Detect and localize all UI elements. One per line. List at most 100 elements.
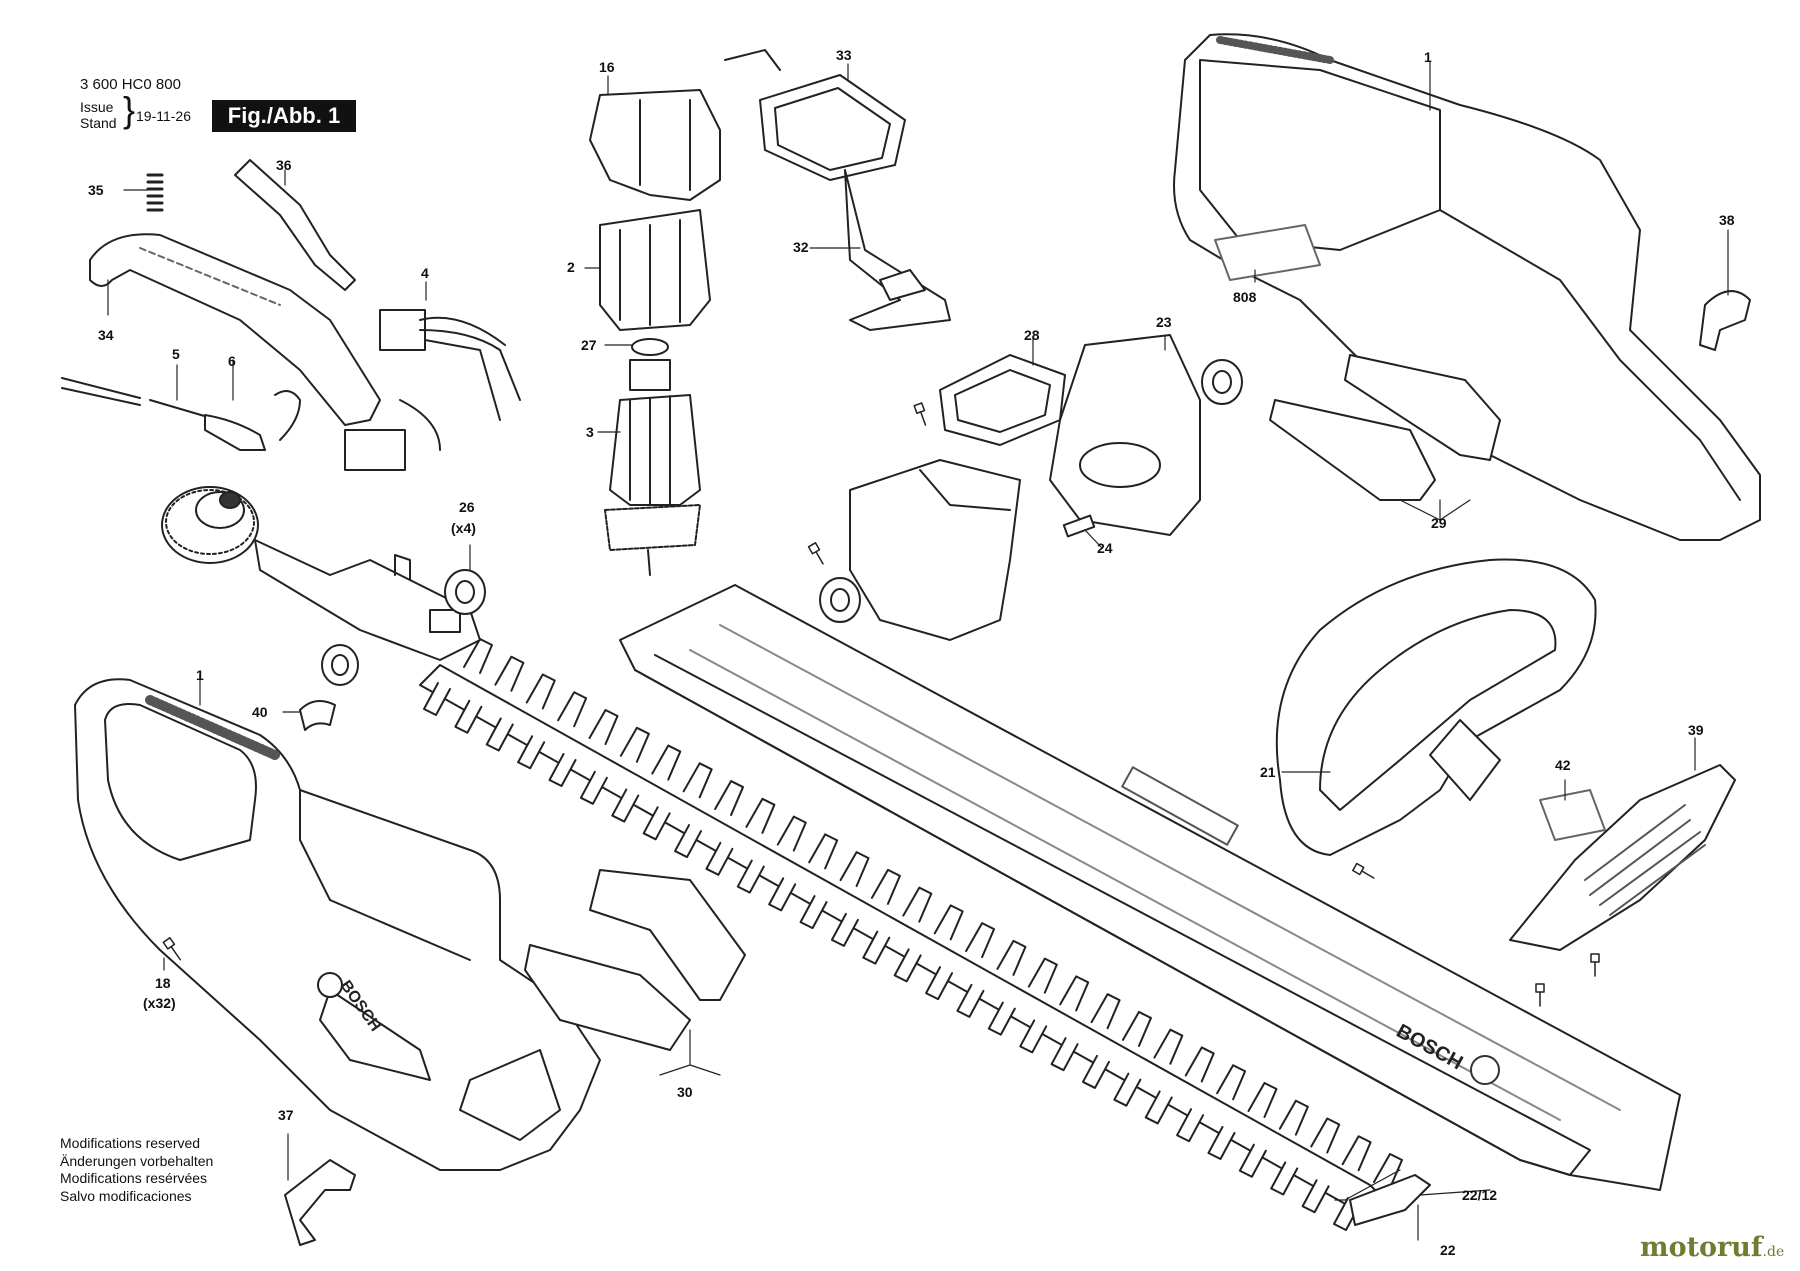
part-label-22: 22 (1440, 1242, 1456, 1258)
blade-tooth (870, 868, 901, 905)
front-hand-guard-part (1275, 558, 1597, 856)
blade-tooth (454, 699, 483, 734)
blade-tooth (996, 939, 1027, 976)
seal-ring-part (321, 359, 1243, 686)
blade-tooth (1310, 1117, 1341, 1154)
blade-tooth (956, 983, 985, 1018)
part-label-6: 6 (228, 353, 236, 369)
blade-tooth (1184, 1046, 1215, 1083)
blade-tooth (808, 833, 839, 870)
blade-tooth (902, 886, 933, 923)
issue-label: Issue (80, 99, 114, 115)
blade-tooth (745, 797, 776, 834)
housing-half-left: BOSCH (74, 678, 601, 1171)
part-label-34: 34 (98, 327, 114, 343)
armature-part (604, 359, 701, 576)
label-808-part (1214, 224, 1321, 281)
blade-tooth (1207, 1125, 1236, 1160)
blade-tooth (1373, 1153, 1403, 1189)
part-label-2: 2 (567, 259, 575, 275)
part-label-23: 23 (1156, 314, 1172, 330)
blade-tooth (463, 638, 493, 674)
air-vent-cover-part (1509, 764, 1736, 951)
blade-tip-guard-part (1349, 1174, 1431, 1226)
blade-tooth (1059, 975, 1090, 1012)
note-line: Änderungen vorbehalten (60, 1152, 214, 1169)
part-label-26: 26 (459, 499, 475, 515)
housing-half-right (1173, 33, 1761, 541)
blade-tooth (1144, 1090, 1173, 1125)
blade-tooth (494, 655, 525, 692)
part-label-27: 27 (581, 337, 597, 353)
blade-tooth (1247, 1081, 1278, 1118)
part-label-37: 37 (278, 1107, 294, 1123)
blade-tooth (1090, 993, 1121, 1030)
part-label-1-upper: 1 (1424, 49, 1432, 65)
blade-tooth (525, 673, 556, 710)
blade-tooth (705, 841, 734, 876)
note-line: Salvo modificaciones (60, 1187, 192, 1204)
clip-part (299, 700, 336, 731)
leader-lines (107, 61, 1729, 1241)
blade-tooth (1113, 1072, 1142, 1107)
blade-tooth (579, 770, 608, 805)
part-label-4: 4 (421, 265, 429, 281)
key-part (1062, 514, 1096, 538)
blade-tooth (1019, 1019, 1048, 1054)
o-ring-part (631, 338, 669, 356)
bumper-pad-29-part (1269, 354, 1501, 501)
part-label-35: 35 (88, 182, 104, 198)
blade-tooth (1050, 1037, 1079, 1072)
part-label-29: 29 (1431, 515, 1447, 531)
gearbox-front-part (849, 459, 1021, 641)
part-label-36: 36 (276, 157, 292, 173)
blade-tooth (485, 717, 514, 752)
part-label-30: 30 (677, 1084, 693, 1100)
blade-tooth (714, 780, 745, 817)
gearbox-housing-part (1049, 334, 1201, 536)
gear-drive-assembly (161, 486, 481, 661)
blade-tooth (548, 753, 577, 788)
end-cap-37-part (284, 1159, 356, 1246)
part-label-808: 808 (1233, 289, 1257, 305)
front-handle-part (89, 233, 381, 426)
motor-housing-part (589, 89, 721, 201)
blade-tooth (799, 895, 828, 930)
switch-wiring-part (344, 309, 521, 471)
blade-tooth (517, 735, 546, 770)
blade-tooth (1278, 1099, 1309, 1136)
issue-stand-block: Issue Stand (80, 99, 117, 131)
blade-tooth (588, 709, 619, 746)
blade-tooth (768, 877, 797, 912)
stator-part (599, 209, 711, 331)
cable-bracket-part (844, 169, 951, 331)
part-label-5: 5 (172, 346, 180, 362)
blade-tooth (839, 851, 870, 888)
blade-tooth (1176, 1108, 1205, 1143)
brace-glyph: } (123, 89, 136, 130)
part-label-1-lower: 1 (196, 667, 204, 683)
site-watermark: motoruf.de (1640, 1232, 1784, 1263)
lever-part (234, 159, 356, 291)
blade-tooth (1341, 1135, 1372, 1172)
note-line: Modifications reserved (60, 1135, 201, 1151)
gasket-part (724, 49, 906, 181)
blade-cover-part: BOSCH (619, 584, 1681, 1191)
part-label-38: 38 (1719, 212, 1735, 228)
part-label-21: 21 (1260, 764, 1276, 780)
cutter-blade-part (419, 638, 1403, 1231)
blade-tooth (611, 788, 640, 823)
blade-tooth (933, 904, 964, 941)
part-label-42: 42 (1555, 757, 1571, 773)
blade-tooth (965, 922, 996, 959)
blade-tooth (862, 930, 891, 965)
blade-tooth (987, 1001, 1016, 1036)
blade-tooth (893, 948, 922, 983)
issue-date: 19-11-26 (136, 108, 192, 124)
note-line: Modifications resérvées (60, 1170, 208, 1186)
blade-tooth (682, 762, 713, 799)
part-label-39: 39 (1688, 722, 1704, 738)
document-number: 3 600 HC0 800 (80, 76, 181, 93)
screw-group (162, 402, 1600, 1007)
